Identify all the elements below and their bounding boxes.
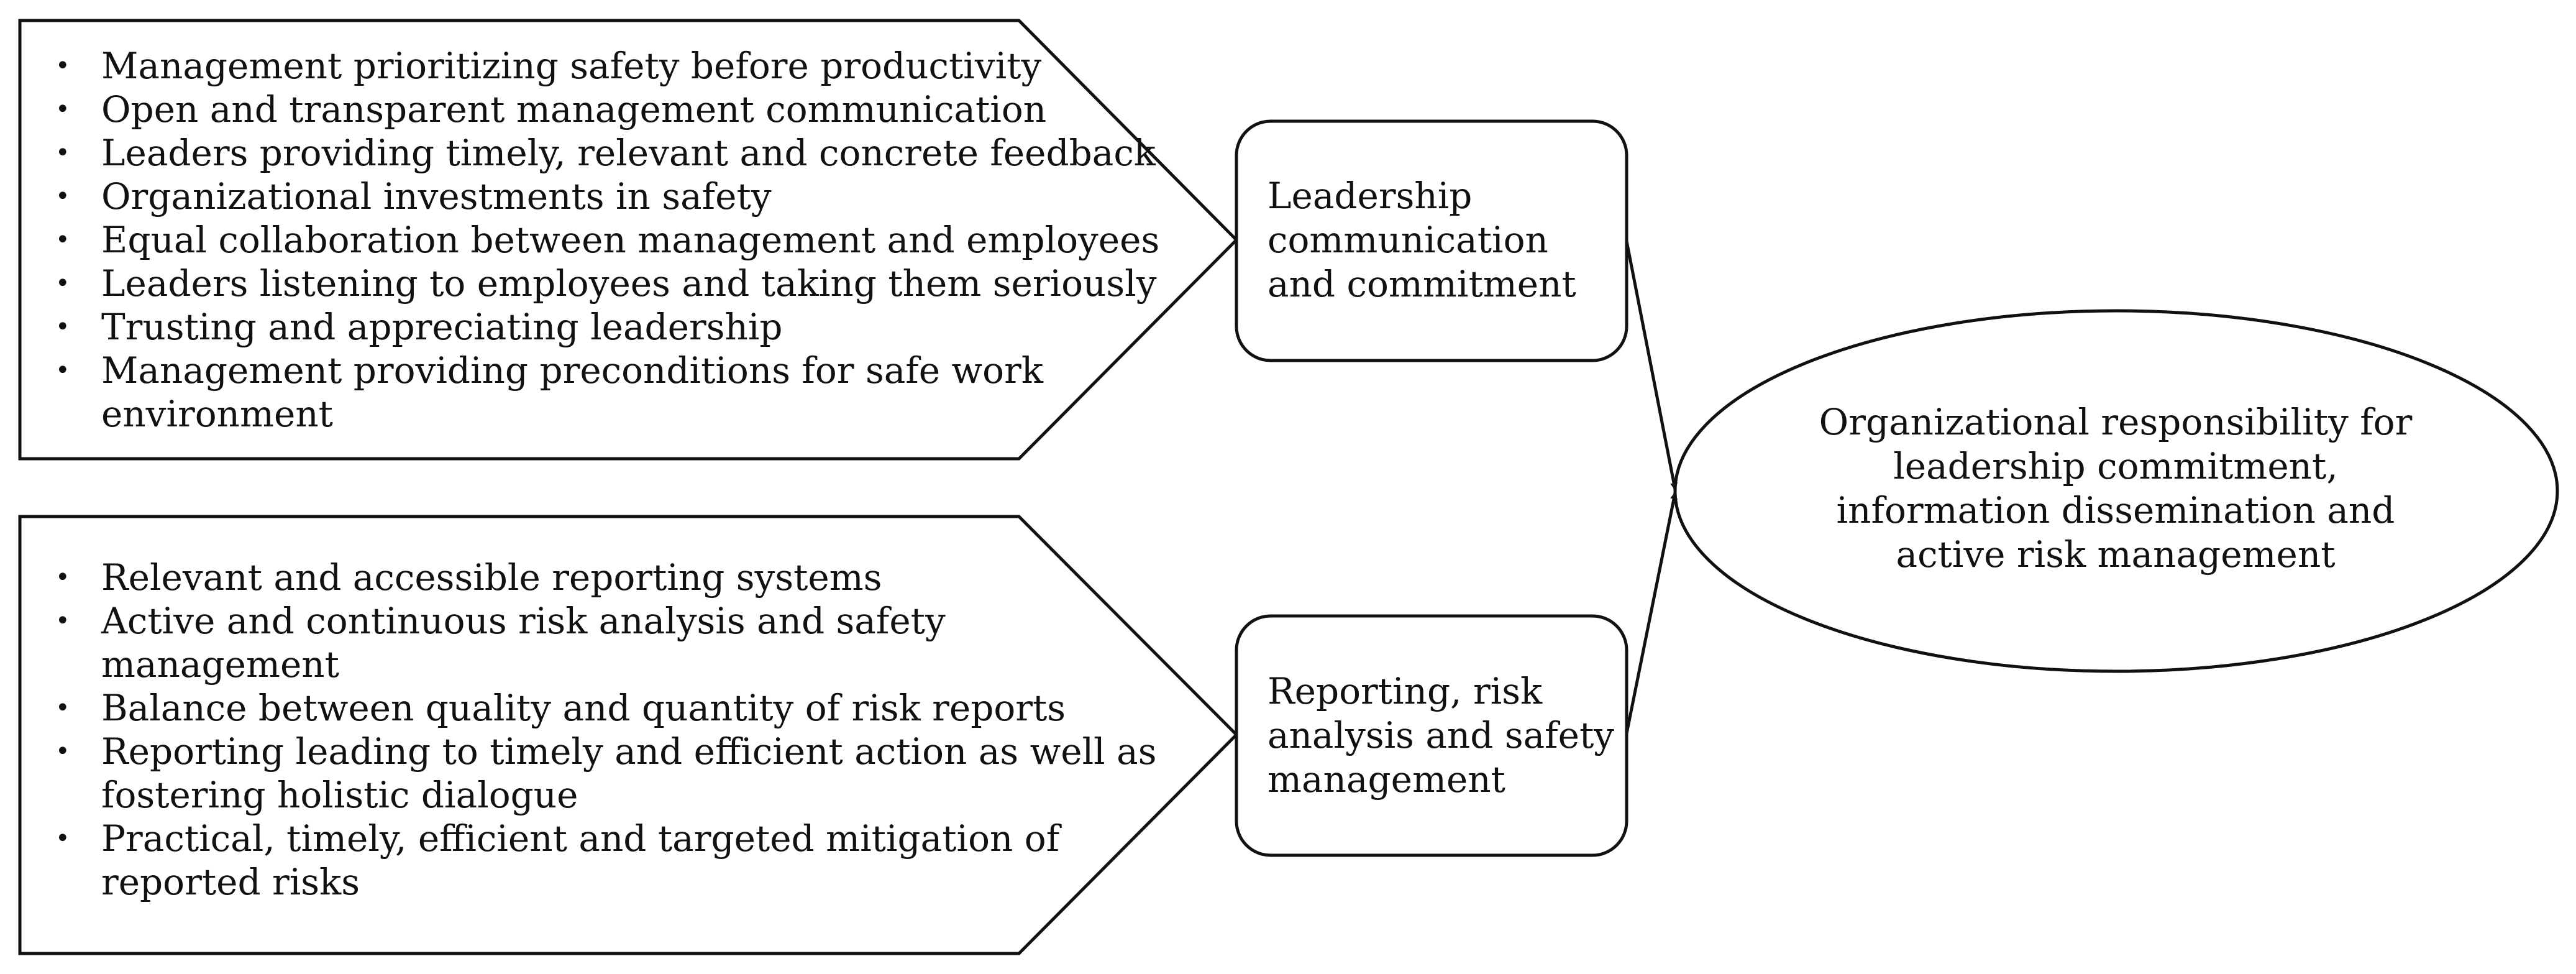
list-item: • Management prioritizing safety before p… bbox=[20, 44, 1159, 88]
list-item: • Open and transparent management communi… bbox=[20, 88, 1159, 131]
bullet-icon: • bbox=[55, 139, 70, 167]
bullet-icon: • bbox=[55, 52, 70, 80]
reporting-node-label: Reporting, risk analysis and safety mana… bbox=[1267, 670, 1615, 801]
list-item: • Reporting leading to timely and efficie… bbox=[20, 730, 1156, 817]
list-item: • Relevant and accessible reporting syste… bbox=[20, 556, 1156, 599]
reporting-node-box bbox=[1235, 614, 1628, 857]
list-item: • Trusting and appreciating leadership bbox=[20, 305, 1159, 349]
leadership-to-outcome-arrow bbox=[1625, 241, 1678, 490]
bullet-icon: • bbox=[55, 356, 70, 385]
list-item: • Practical, timely, efficient and target… bbox=[20, 817, 1156, 904]
bullet-icon: • bbox=[55, 182, 70, 211]
leadership-node-label: Leadership communication and commitment bbox=[1267, 175, 1576, 305]
bullet-icon: • bbox=[55, 737, 70, 766]
list-item-text: Leaders providing timely, relevant and c… bbox=[101, 132, 1156, 174]
bullet-icon: • bbox=[55, 226, 70, 254]
leadership-factors-panel bbox=[18, 19, 1239, 461]
outcome-node-label: Organizational responsibility for leader… bbox=[1819, 401, 2413, 576]
bullet-icon: • bbox=[55, 824, 70, 853]
list-item: • Leaders listening to employees and taki… bbox=[20, 262, 1159, 305]
list-item-text: Practical, timely, efficient and targete… bbox=[101, 817, 1060, 903]
list-item-text: Balance between quality and quantity of … bbox=[101, 687, 1066, 729]
bullet-icon: • bbox=[55, 95, 70, 124]
list-item: • Organizational investments in safety bbox=[20, 175, 1159, 218]
list-item: • Management providing preconditions for … bbox=[20, 349, 1159, 436]
bullet-icon: • bbox=[55, 563, 70, 592]
list-item: • Leaders providing timely, relevant and … bbox=[20, 131, 1159, 175]
list-item-text: Management providing preconditions for s… bbox=[101, 349, 1043, 435]
outcome-node-ellipse bbox=[1673, 309, 2559, 673]
list-item-text: Equal collaboration between management a… bbox=[101, 219, 1160, 261]
reporting-to-outcome-arrow bbox=[1625, 492, 1678, 734]
reporting-factors-panel bbox=[18, 515, 1239, 955]
leadership-node-box bbox=[1235, 119, 1628, 362]
reporting-factors-list: • Relevant and accessible reporting syste… bbox=[20, 556, 1156, 904]
list-item-text: Relevant and accessible reporting system… bbox=[101, 556, 882, 599]
list-item-text: Leaders listening to employees and takin… bbox=[101, 262, 1157, 305]
bullet-icon: • bbox=[55, 313, 70, 341]
list-item-text: Organizational investments in safety bbox=[101, 175, 772, 218]
list-item: • Equal collaboration between management … bbox=[20, 218, 1159, 262]
list-item-text: Reporting leading to timely and efficien… bbox=[101, 730, 1157, 816]
list-item-text: Trusting and appreciating leadership bbox=[101, 306, 783, 348]
leadership-factors-list: • Management prioritizing safety before p… bbox=[20, 44, 1159, 436]
list-item: • Active and continuous risk analysis and… bbox=[20, 599, 1156, 686]
list-item-text: Open and transparent management communic… bbox=[101, 88, 1047, 131]
bullet-icon: • bbox=[55, 607, 70, 635]
list-item-text: Management prioritizing safety before pr… bbox=[101, 45, 1042, 87]
bullet-icon: • bbox=[55, 269, 70, 298]
bullet-icon: • bbox=[55, 694, 70, 722]
list-item: • Balance between quality and quantity of… bbox=[20, 686, 1156, 730]
list-item-text: Active and continuous risk analysis and … bbox=[101, 600, 946, 686]
